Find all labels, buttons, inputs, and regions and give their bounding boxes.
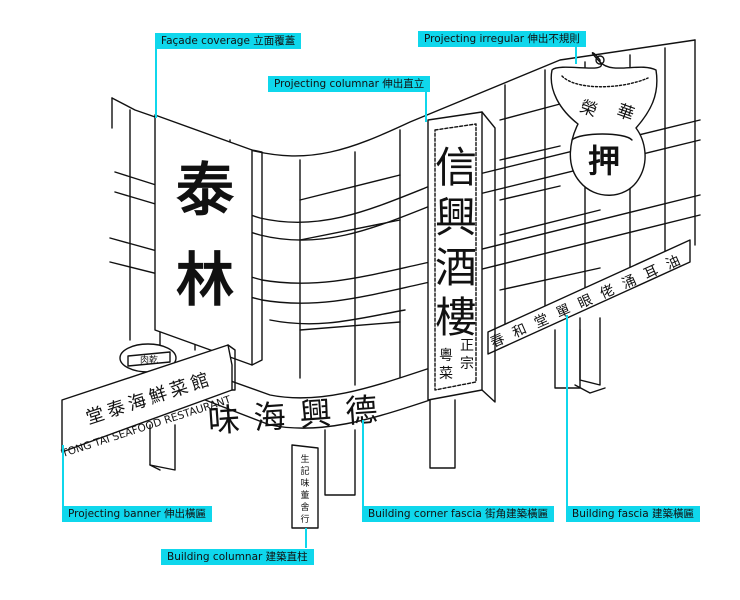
oval-tag: 肉乾	[119, 343, 177, 373]
callout-projecting-irregular: Projecting irregular 伸出不規則	[418, 31, 586, 47]
columnar-char-2: 興	[435, 193, 477, 242]
irregular-char-2: 華	[614, 101, 637, 126]
pillar-char-2: 記	[300, 465, 309, 477]
leader-columnar	[425, 90, 427, 122]
projecting-irregular-sign: 榮 華 押	[550, 52, 658, 196]
facade-char-2: 林	[176, 246, 234, 314]
leader-banner	[62, 445, 64, 507]
columnar-small-right-2: 宗	[460, 356, 474, 372]
columnar-small-left-2: 菜	[439, 366, 453, 382]
callout-facade-coverage: Façade coverage 立面覆蓋	[155, 33, 302, 49]
facade-coverage-sign: 泰 林	[154, 114, 263, 366]
callout-projecting-banner: Projecting banner 伸出橫匾	[62, 506, 213, 522]
leader-fascia	[566, 315, 568, 507]
leader-corner-fascia	[362, 420, 364, 507]
irregular-char-3: 押	[588, 142, 620, 180]
columnar-small-right-1: 正	[460, 338, 474, 354]
callout-projecting-columnar: Projecting columnar 伸出直立	[268, 76, 431, 92]
pillar-char-5: 舍	[300, 501, 309, 513]
irregular-char-1: 榮	[577, 97, 600, 122]
pillar-char-6: 行	[300, 513, 309, 525]
leader-pillar	[305, 528, 307, 548]
facade-char-1: 泰	[176, 156, 235, 224]
oval-tag-text: 肉乾	[140, 354, 158, 366]
columnar-char-4: 樓	[435, 293, 477, 342]
pillar-char-1: 生	[300, 453, 309, 465]
building-fascia: 春和堂單眼佬涌耳油	[487, 239, 692, 355]
columnar-char-3: 酒	[435, 243, 477, 292]
callout-building-columnar: Building columnar 建築直柱	[161, 549, 314, 565]
callout-building-fascia: Building fascia 建築橫匾	[566, 506, 700, 522]
leader-facade	[155, 48, 157, 118]
pillar-char-3: 味	[300, 477, 309, 489]
leader-irregular	[575, 46, 577, 64]
projecting-columnar-sign: 信 興 酒 樓 粵 菜 正 宗	[427, 111, 496, 403]
pillar-char-4: 董	[300, 489, 309, 501]
support-columns	[149, 317, 606, 496]
building-columnar-sign: 生 記 味 董 舍 行	[291, 444, 319, 529]
building-fascia-text: 春和堂單眼佬涌耳油	[488, 249, 692, 351]
callout-building-corner-fascia: Building corner fascia 街角建築橫匾	[362, 506, 555, 522]
columnar-small-left-1: 粵	[439, 348, 453, 364]
columnar-char-1: 信	[435, 143, 477, 192]
